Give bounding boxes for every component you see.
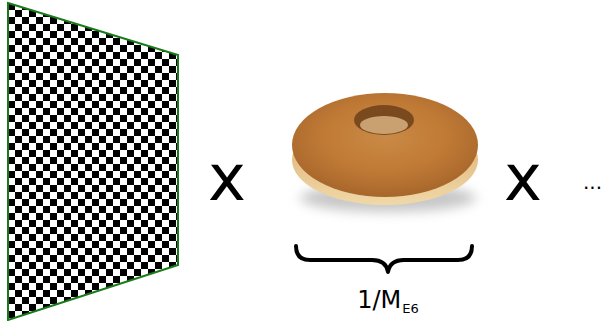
brace [296,246,472,272]
scale-subscript: E6 [402,302,419,315]
checkerboard-plane [8,3,178,320]
scale-label: 1/M [357,288,401,312]
ellipsis: ... [583,172,602,192]
donut-hole-inner [360,116,408,134]
donut-top [292,93,478,197]
times-symbol: x [208,146,246,210]
times-symbol: x [504,146,542,210]
donut-hole [354,105,414,135]
